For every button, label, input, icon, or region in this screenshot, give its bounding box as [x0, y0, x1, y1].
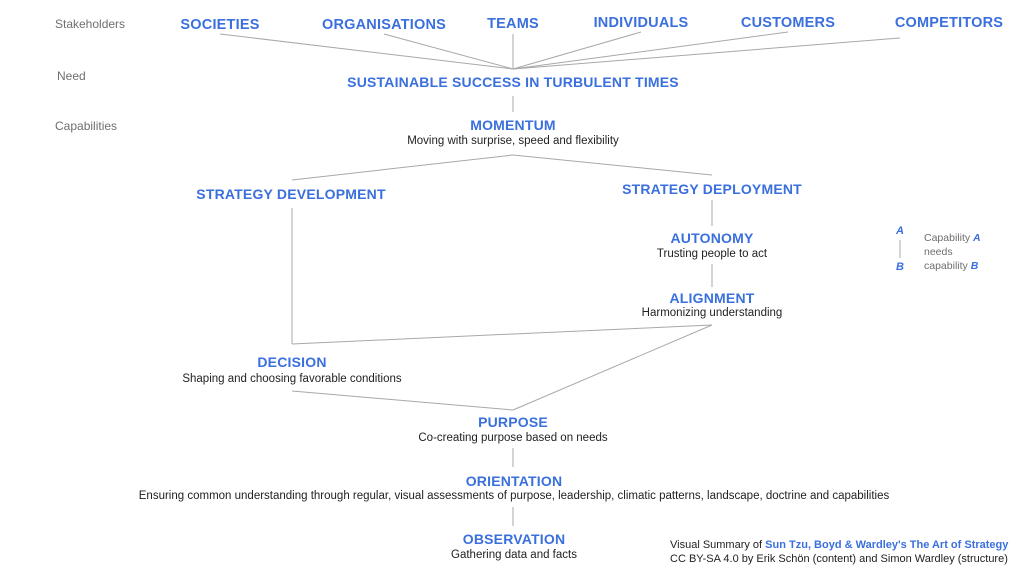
observation-title: OBSERVATION: [462, 531, 566, 547]
stakeholder-organisations: ORGANISATIONS: [322, 17, 446, 33]
autonomy-desc: Trusting people to act: [656, 248, 768, 260]
autonomy-title: AUTONOMY: [670, 230, 754, 246]
legend-text: Capability A needs capability B: [924, 231, 981, 273]
row-label-need: Need: [57, 69, 86, 83]
connector-decision-alignment: [291, 324, 713, 345]
legend-line-1: Capability A: [924, 232, 981, 244]
stakeholder-societies: SOCIETIES: [180, 17, 260, 33]
momentum-title: MOMENTUM: [470, 117, 556, 133]
connector-individuals: [512, 31, 642, 70]
stakeholder-teams: TEAMS: [487, 16, 539, 32]
purpose-title: PURPOSE: [478, 414, 548, 430]
orientation-title: ORIENTATION: [465, 473, 563, 489]
stakeholder-competitors: COMPETITORS: [894, 15, 1004, 31]
momentum-desc: Moving with surprise, speed and flexibil…: [407, 135, 619, 147]
need-title: SUSTAINABLE SUCCESS IN TURBULENT TIMES: [347, 74, 679, 90]
connector-decision-purpose: [291, 390, 514, 411]
strategy-deployment-title: STRATEGY DEPLOYMENT: [622, 181, 802, 197]
stakeholder-customers: CUSTOMERS: [740, 15, 836, 31]
observation-desc: Gathering data and facts: [451, 549, 577, 561]
connector-momentum-deployment: [512, 154, 713, 176]
strategy-development-title: STRATEGY DEVELOPMENT: [196, 186, 386, 202]
decision-title: DECISION: [257, 354, 327, 370]
legend-line-3: capability B: [924, 260, 979, 272]
legend-letter-b: B: [896, 261, 904, 273]
legend-line-2: needs: [924, 246, 953, 258]
alignment-title: ALIGNMENT: [669, 290, 755, 306]
connector-customers: [512, 31, 789, 70]
credits-line-1: Visual Summary of Sun Tzu, Boyd & Wardle…: [670, 539, 1009, 551]
connector-societies: [219, 33, 514, 70]
decision-desc: Shaping and choosing favorable condition…: [182, 373, 402, 385]
credits-source-title: Sun Tzu, Boyd & Wardley's The Art of Str…: [765, 539, 1009, 551]
credits: Visual Summary of Sun Tzu, Boyd & Wardle…: [670, 538, 1008, 566]
connector-alignment-purpose: [512, 324, 713, 411]
connector-momentum-development: [291, 154, 514, 181]
connector-organisations: [383, 33, 514, 70]
stakeholder-individuals: INDIVIDUALS: [593, 15, 689, 31]
legend-letter-a: A: [896, 225, 904, 237]
row-label-stakeholders: Stakeholders: [55, 17, 126, 31]
purpose-desc: Co-creating purpose based on needs: [418, 432, 608, 444]
orientation-desc: Ensuring common understanding through re…: [138, 490, 890, 502]
credits-line-2: CC BY-SA 4.0 by Erik Schön (content) and…: [670, 553, 1008, 565]
alignment-desc: Harmonizing understanding: [641, 307, 783, 319]
row-label-capabilities: Capabilities: [55, 119, 118, 133]
connector-competitors: [512, 37, 901, 70]
